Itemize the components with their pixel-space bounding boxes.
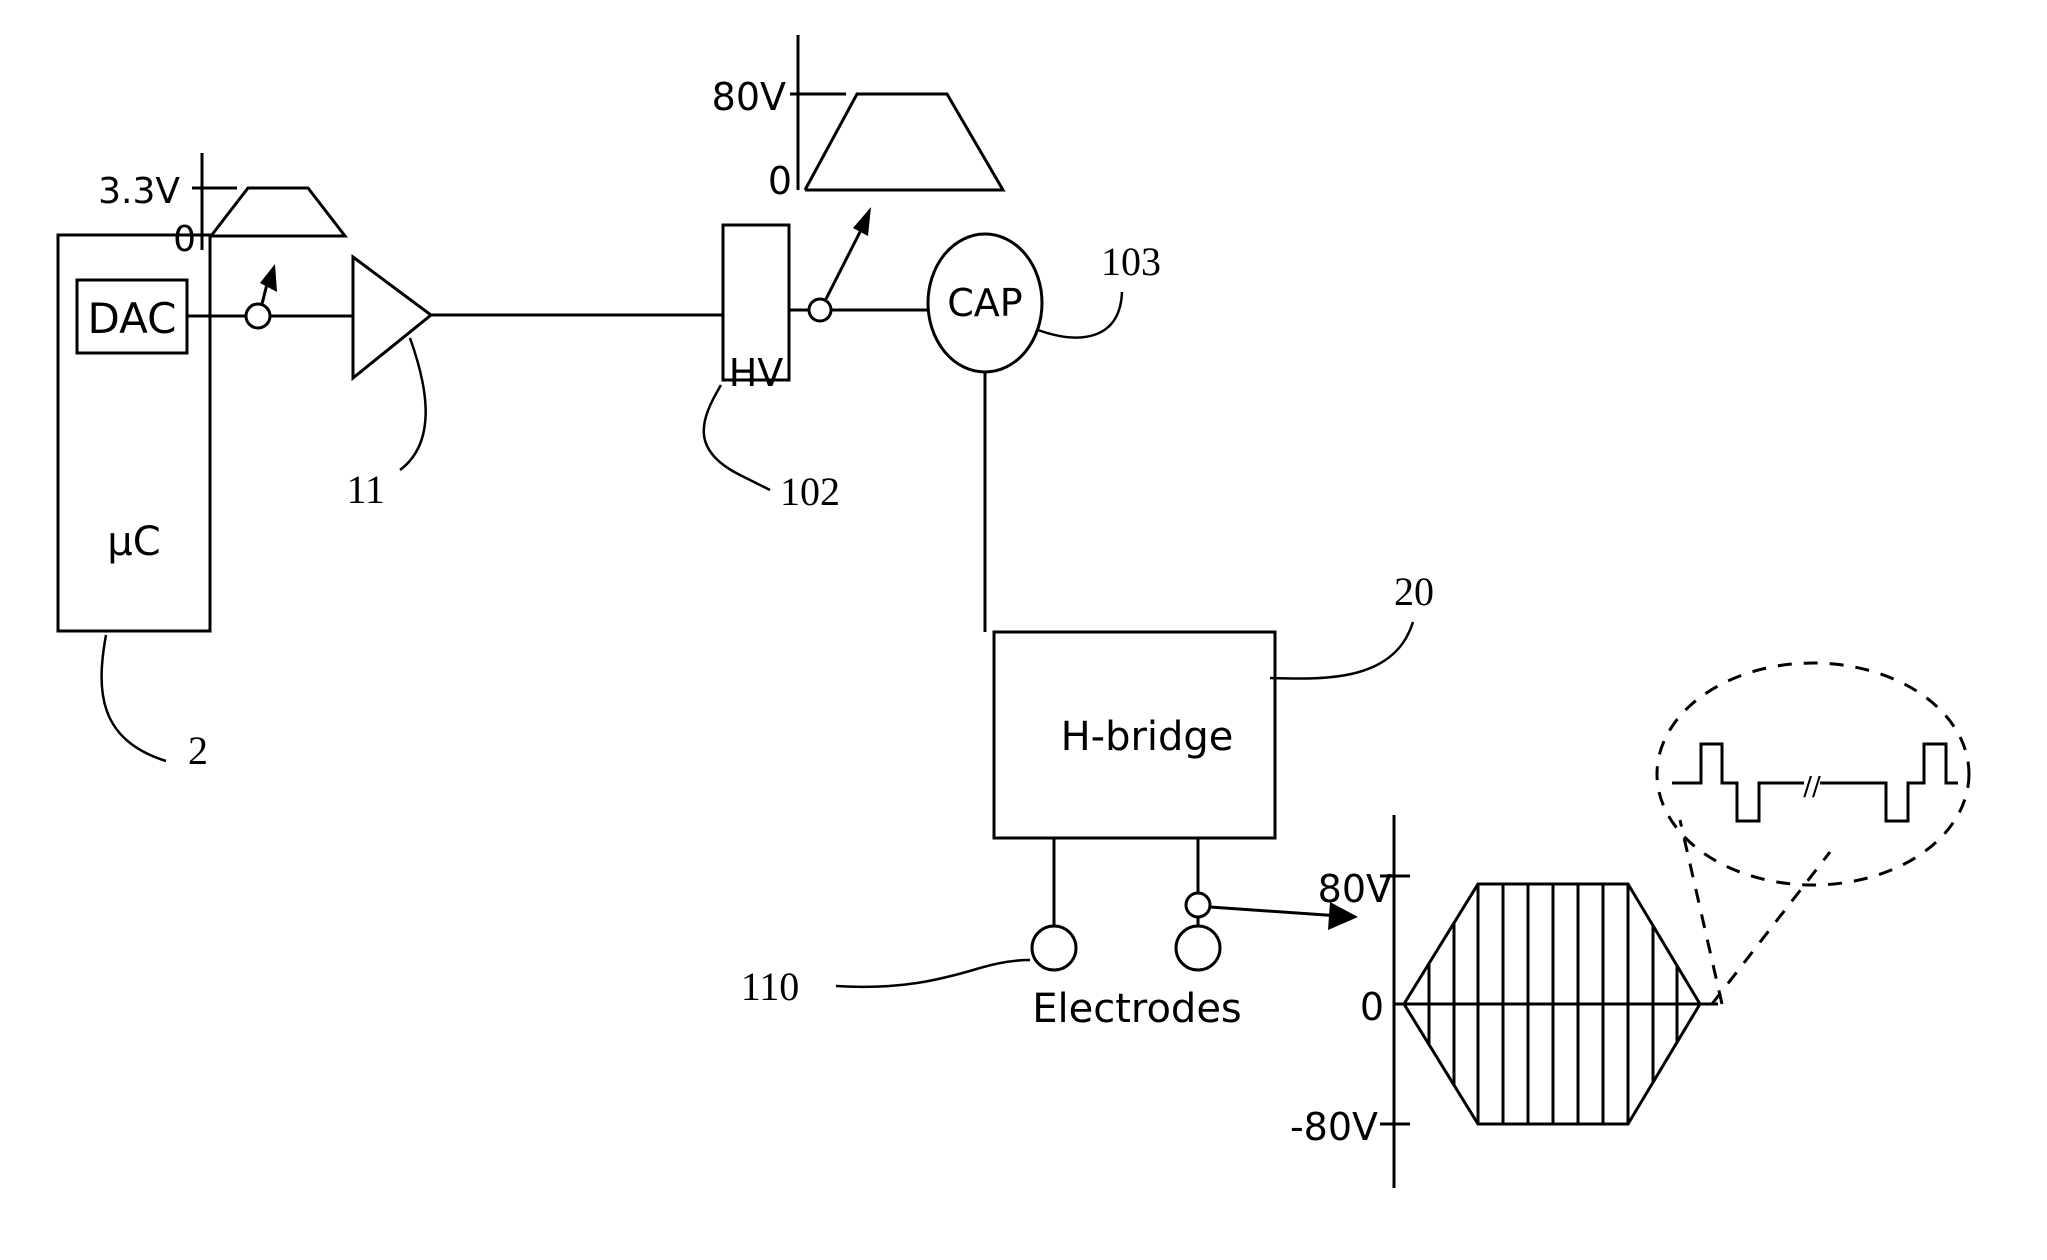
- electrode-max-label: 80V: [1318, 867, 1392, 911]
- h-bridge-label: H-bridge: [1061, 714, 1234, 760]
- microcontroller-label: μC: [107, 519, 160, 565]
- break-mark: //: [1803, 772, 1821, 802]
- electrode-left: [1032, 926, 1076, 970]
- hv-max-label: 80V: [712, 75, 786, 119]
- waveform-dac-output: 3.3V 0: [98, 153, 345, 260]
- leader-line-20: [1270, 622, 1413, 679]
- hv-label: HV: [729, 351, 784, 395]
- ref-numeral-2: 2: [188, 728, 208, 773]
- waveform-hv-output: 80V 0: [712, 35, 1003, 203]
- ref-numeral-102: 102: [780, 469, 840, 514]
- probe-arrow-hv: [826, 228, 862, 299]
- capacitor-label: CAP: [947, 281, 1022, 325]
- hv-zero-label: 0: [768, 159, 792, 203]
- arrowhead-icon: [260, 264, 277, 292]
- h-bridge-block: H-bridge: [994, 632, 1275, 838]
- dac-block: DAC: [77, 280, 187, 353]
- leader-line-103: [1038, 292, 1122, 338]
- ref-numeral-11: 11: [346, 467, 385, 512]
- ref-numeral-110: 110: [741, 964, 800, 1009]
- electrode-zero-label: 0: [1360, 985, 1384, 1029]
- probe-node-electrode: [1186, 893, 1210, 917]
- amplifier-triangle: [353, 257, 431, 378]
- leader-line-110: [836, 960, 1030, 987]
- detail-inset: //: [1657, 663, 1969, 1004]
- capacitor-block: CAP: [928, 234, 1042, 372]
- ref-numeral-20: 20: [1394, 569, 1434, 614]
- leader-line-102: [704, 385, 770, 490]
- electrodes-label: Electrodes: [1032, 986, 1242, 1032]
- dac-label: DAC: [88, 294, 177, 343]
- waveform-electrode-output: 80V 0 -80V: [1290, 815, 1718, 1188]
- electrode-min-label: -80V: [1290, 1105, 1378, 1149]
- electrode-right: [1176, 926, 1220, 970]
- dac-zero-label: 0: [173, 219, 196, 260]
- dac-max-label: 3.3V: [98, 171, 180, 212]
- leader-line-2: [102, 635, 166, 761]
- hv-block: HV: [723, 225, 789, 395]
- ref-numeral-103: 103: [1101, 239, 1161, 284]
- probe-node-hv: [809, 299, 831, 321]
- probe-node-dac: [246, 304, 270, 328]
- arrowhead-icon: [853, 207, 871, 236]
- leader-line-11: [400, 338, 426, 470]
